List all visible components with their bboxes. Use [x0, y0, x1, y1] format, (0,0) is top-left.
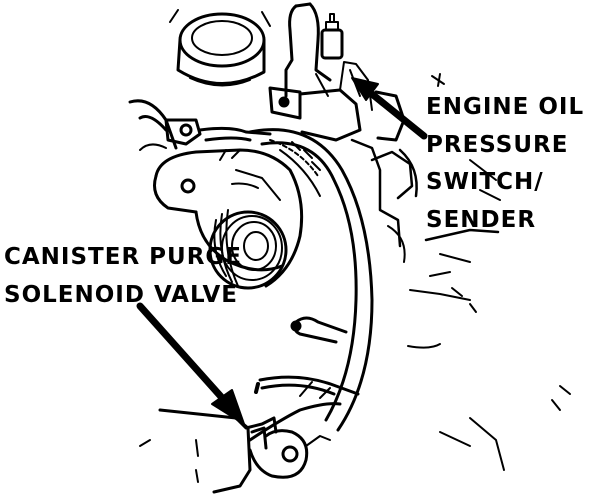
wiring-harness [128, 99, 272, 161]
callout-arrows [136, 77, 428, 425]
pump-pulley [153, 148, 304, 290]
drive-belt [248, 128, 374, 432]
oil-switch-arrow [368, 90, 428, 140]
oil-label-line-2: PRESSURE [426, 131, 569, 158]
oil-filler-cap [169, 9, 271, 87]
purge-valve-bracket [139, 408, 331, 494]
engine-block [350, 73, 571, 471]
purge-valve-arrow [136, 302, 228, 404]
oil-label-line-3: SWITCH/ [426, 169, 544, 195]
oil-switch-arrowhead [351, 77, 379, 101]
oil-label-line-4: SENDER [426, 206, 537, 233]
purge-label-line-1: CANISTER PURGE [4, 244, 243, 270]
vacuum-hoses [248, 316, 360, 442]
purge-valve-arrowhead [211, 389, 245, 425]
oil-pressure-sender [268, 2, 406, 142]
oil-label-line-1: ENGINE OIL [426, 94, 585, 120]
oil-pressure-switch-label: ENGINE OIL PRESSURE SWITCH/ SENDER [426, 96, 584, 246]
purge-label-line-2: SOLENOID VALVE [4, 282, 238, 308]
canister-purge-valve-label: CANISTER PURGE SOLENOID VALVE [4, 246, 242, 322]
